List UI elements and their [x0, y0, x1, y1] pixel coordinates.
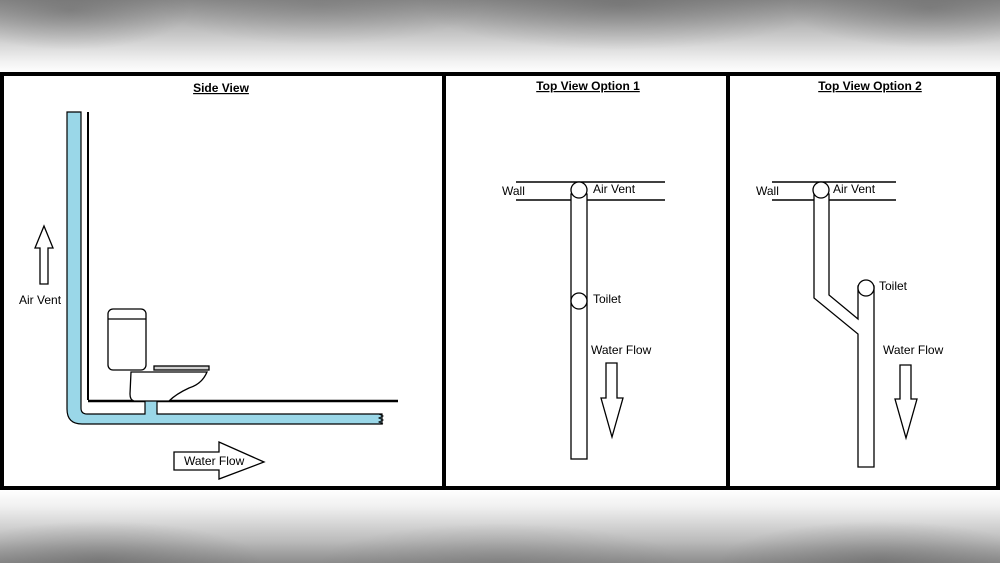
wall-label: Wall [756, 184, 779, 198]
diagram-frame: Side View Air Vent Water Flow Top V [0, 72, 1000, 490]
water-flow-label: Water Flow [883, 343, 944, 357]
side-view-panel: Side View Air Vent Water Flow [4, 76, 442, 486]
vent-drain-pipe [66, 111, 383, 425]
toilet-label: Toilet [879, 279, 908, 293]
water-flow-label: Water Flow [591, 343, 652, 357]
air-vent-label: Air Vent [833, 182, 876, 196]
side-view-diagram: Side View Air Vent Water Flow [19, 81, 398, 480]
water-flow-down-arrow-icon [894, 364, 918, 441]
toilet-circle-icon [570, 292, 588, 310]
blurred-background-bottom [0, 493, 1000, 563]
toilet-label: Toilet [593, 292, 622, 306]
toilet-circle-icon [857, 279, 875, 297]
top-view-option-2-title: Top View Option 2 [818, 79, 922, 93]
drain-pipe [570, 193, 588, 460]
wall-label: Wall [502, 184, 525, 198]
top-view-option-2-diagram: Top View Option 2 Wall Air Vent Toilet W… [756, 79, 944, 468]
pipe-break-icon [377, 413, 385, 425]
top-view-option-1-title: Top View Option 1 [536, 79, 640, 93]
top-view-option-2-panel: Top View Option 2 Wall Air Vent Toilet W… [730, 76, 996, 486]
offset-drain-pipe [813, 193, 875, 468]
top-view-option-1-panel: Top View Option 1 Wall Air Vent Toilet W… [446, 76, 726, 486]
air-vent-label: Air Vent [19, 293, 62, 307]
water-flow-down-arrow-icon [600, 362, 624, 440]
air-vent-label: Air Vent [593, 182, 636, 196]
water-flow-label: Water Flow [184, 454, 245, 468]
air-vent-up-arrow-icon [34, 224, 54, 285]
top-view-option-1-diagram: Top View Option 1 Wall Air Vent Toilet W… [502, 79, 665, 460]
toilet-icon [107, 308, 210, 402]
water-flow-right-arrow-icon [173, 440, 266, 480]
side-view-title: Side View [193, 81, 249, 95]
air-vent-circle-icon [570, 181, 588, 199]
air-vent-circle-icon [812, 181, 830, 199]
blurred-background-top [0, 0, 1000, 70]
